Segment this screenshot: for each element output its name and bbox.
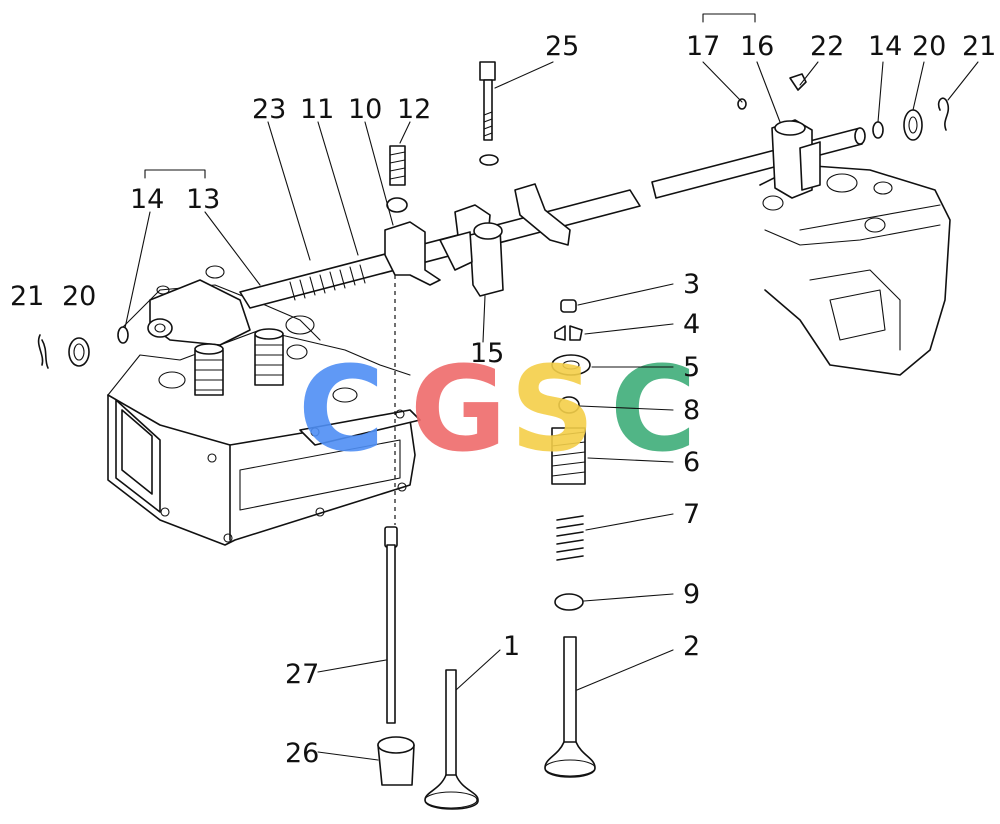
cylinder-head-right [759, 164, 951, 376]
label-13: 13 [186, 184, 220, 215]
label-27: 27 [285, 659, 319, 690]
label-20-left: 20 [62, 281, 96, 312]
label-25: 25 [545, 31, 579, 62]
adjusting-screw-25 [479, 61, 499, 166]
tappet-26 [377, 736, 415, 786]
leader-lines [124, 13, 979, 761]
rocker-shaft-assembly [239, 119, 866, 309]
label-3: 3 [683, 269, 700, 300]
valve-2 [544, 636, 596, 778]
head-valve-springs [194, 328, 284, 396]
label-21-right: 21 [962, 31, 996, 62]
label-11: 11 [300, 94, 334, 125]
label-14-left: 14 [130, 184, 164, 215]
label-2: 2 [683, 631, 700, 662]
label-10: 10 [348, 94, 382, 125]
label-20-right: 20 [912, 31, 946, 62]
label-4: 4 [683, 309, 700, 340]
valve-1 [424, 669, 479, 810]
label-7: 7 [683, 499, 700, 530]
label-17: 17 [686, 31, 720, 62]
watermark-letter-c1: C [298, 340, 385, 478]
label-21-left: 21 [10, 281, 44, 312]
label-15: 15 [470, 338, 504, 369]
label-16: 16 [740, 31, 774, 62]
label-14-right: 14 [868, 31, 902, 62]
label-12: 12 [397, 94, 431, 125]
part-number-labels: 25 17 16 22 14 20 21 23 11 10 12 14 13 2… [10, 31, 996, 769]
cylinder-head-left [107, 265, 421, 546]
watermark-letter-g: G [410, 340, 507, 478]
label-6: 6 [683, 447, 700, 478]
small-parts-left [37, 326, 129, 369]
cgsc-watermark: C G S C [298, 340, 697, 478]
valve-stack [551, 299, 591, 611]
small-parts-right [737, 73, 950, 141]
label-1: 1 [503, 631, 520, 662]
label-26: 26 [285, 738, 319, 769]
label-5: 5 [683, 352, 700, 383]
push-rod-27 [384, 526, 398, 724]
label-23: 23 [252, 94, 286, 125]
watermark-letter-s: S [510, 340, 595, 478]
label-22: 22 [810, 31, 844, 62]
label-9: 9 [683, 579, 700, 610]
label-8: 8 [683, 395, 700, 426]
